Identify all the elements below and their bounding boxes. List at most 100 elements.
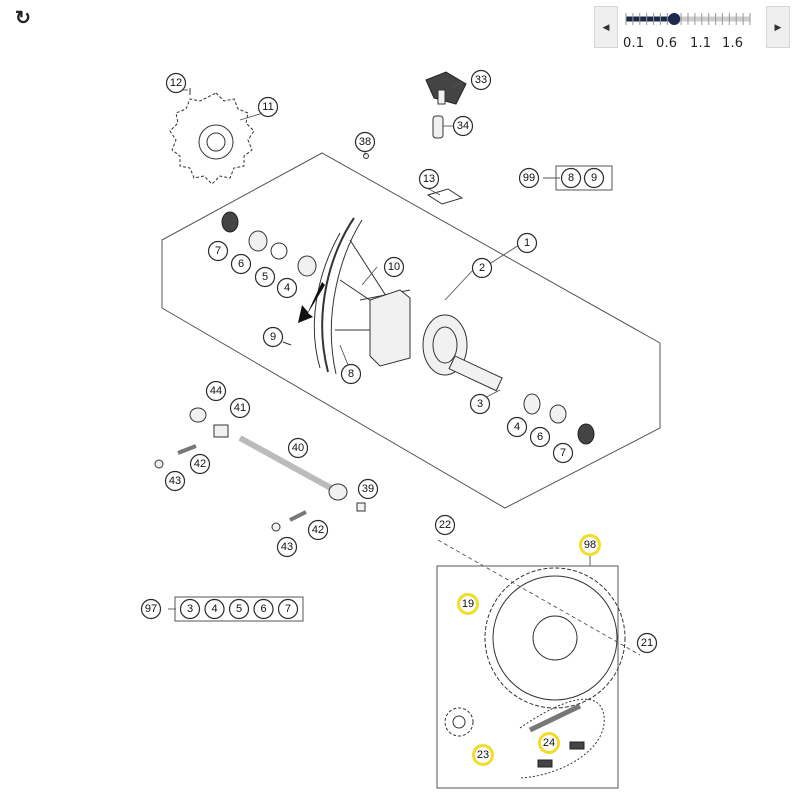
callout-8[interactable]: 8 [340,363,362,385]
callout-24[interactable]: 24 [538,732,560,754]
callout-19[interactable]: 19 [457,593,479,615]
svg-text:41: 41 [234,402,246,414]
callout-43[interactable]: 43 [276,536,298,558]
callout-layer: 1234456677891011121319212223243334383940… [140,69,658,766]
svg-text:23: 23 [477,749,489,761]
callout-34[interactable]: 34 [452,115,474,137]
rim [313,217,363,375]
zoom-track[interactable] [620,6,764,36]
svg-text:13: 13 [423,173,435,185]
kit-97-box [174,596,304,622]
callout-7[interactable]: 7 [552,442,574,464]
svg-text:98: 98 [584,539,596,551]
svg-text:99: 99 [523,172,535,184]
callout-44[interactable]: 44 [205,380,227,402]
zoom-slider[interactable]: ◀ 0.1 0.6 1.1 1.6 ▶ [594,6,790,51]
callout-9[interactable]: 9 [262,326,284,348]
svg-text:8: 8 [348,368,354,380]
kit-item-callout-5[interactable]: 5 [228,598,250,620]
svg-text:34: 34 [457,120,469,132]
kit-item-callout-7[interactable]: 7 [277,598,299,620]
zoom-tick-label: 0.1 [623,36,645,51]
svg-text:8: 8 [568,172,574,184]
zoom-tick-label: 1.1 [690,36,712,51]
refresh-icon[interactable]: ↻ [15,8,31,29]
callout-6[interactable]: 6 [230,253,252,275]
svg-text:7: 7 [285,603,291,615]
brake-disc [169,92,255,185]
svg-text:39: 39 [362,483,374,495]
bolt-axis [437,539,641,656]
zoom-handle[interactable] [668,13,681,25]
callout-7[interactable]: 7 [207,240,229,262]
callout-3[interactable]: 3 [469,393,491,415]
callout-39[interactable]: 39 [357,478,379,500]
svg-text:44: 44 [210,385,222,397]
kit-callout-97[interactable]: 97 [140,598,162,620]
kit-item-callout-6[interactable]: 6 [253,598,274,620]
svg-text:38: 38 [359,136,371,148]
callout-22[interactable]: 22 [434,514,456,536]
front-sprocket [444,707,474,737]
kit-callout-99[interactable]: 99 [518,167,540,189]
svg-text:5: 5 [262,271,268,283]
kit-item-callout-3[interactable]: 3 [179,598,201,620]
svg-text:4: 4 [211,603,217,615]
callout-12[interactable]: 12 [165,72,187,94]
zoom-previous-button[interactable]: ◀ [594,6,618,48]
callout-10[interactable]: 10 [383,256,405,278]
svg-text:9: 9 [591,172,597,184]
svg-text:42: 42 [312,524,324,536]
svg-text:3: 3 [187,603,193,615]
callout-4[interactable]: 4 [276,277,298,299]
chain [519,698,605,779]
svg-text:10: 10 [388,261,400,273]
zoom-next-button[interactable]: ▶ [766,6,790,48]
callout-38[interactable]: 38 [354,131,376,153]
svg-text:6: 6 [238,258,244,270]
small-plug [363,153,369,159]
right-hub-parts [523,393,595,445]
direction-arrow-icon [298,282,325,323]
callout-6[interactable]: 6 [529,426,551,448]
svg-text:6: 6 [260,603,266,615]
svg-text:43: 43 [281,541,293,553]
svg-text:5: 5 [236,603,242,615]
callout-21[interactable]: 21 [636,632,658,654]
sprocket-kit-frame [436,565,619,789]
callout-23[interactable]: 23 [472,744,494,766]
callout-41[interactable]: 41 [229,397,251,419]
callout-2[interactable]: 2 [471,257,493,279]
callout-33[interactable]: 33 [470,69,492,91]
svg-text:42: 42 [194,458,206,470]
callout-13[interactable]: 13 [418,168,440,190]
callout-1[interactable]: 1 [516,232,538,254]
callout-11[interactable]: 11 [257,96,279,118]
callout-42[interactable]: 42 [307,519,329,541]
svg-text:97: 97 [145,603,157,615]
callout-43[interactable]: 43 [164,470,186,492]
axle-parts [154,407,366,532]
svg-text:11: 11 [262,101,273,113]
svg-text:12: 12 [170,77,182,89]
svg-text:19: 19 [462,598,474,610]
callout-42[interactable]: 42 [189,453,211,475]
callout-40[interactable]: 40 [287,437,309,459]
svg-text:9: 9 [270,331,276,343]
callout-5[interactable]: 5 [254,266,276,288]
svg-text:1: 1 [524,237,530,249]
svg-text:2: 2 [479,262,485,274]
chain-slider-part [425,71,467,139]
hub [335,239,503,392]
svg-text:6: 6 [537,431,543,443]
zoom-tick-label: 1.6 [722,36,744,51]
callout-98[interactable]: 98 [579,534,601,556]
callout-4[interactable]: 4 [506,416,528,438]
left-hub-parts [221,211,317,277]
kit-item-callout-9[interactable]: 9 [583,167,605,189]
zoom-tick-label: 0.6 [656,36,678,51]
kit-item-callout-4[interactable]: 4 [204,598,225,620]
svg-text:33: 33 [475,74,487,86]
kit-item-callout-8[interactable]: 8 [560,167,582,189]
